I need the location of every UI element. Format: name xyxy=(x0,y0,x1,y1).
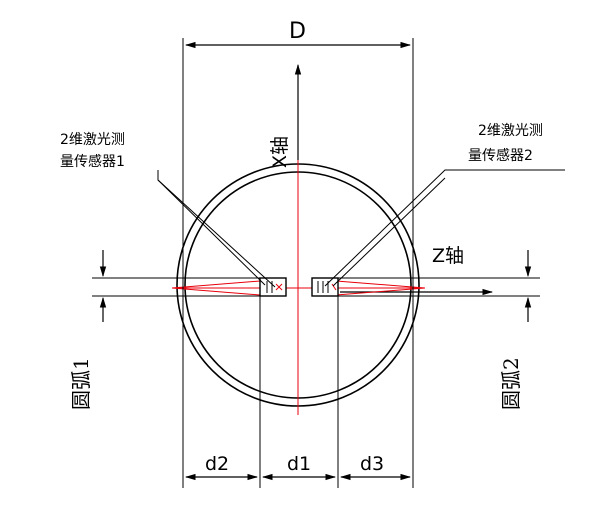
x-axis-label: X轴 xyxy=(269,136,291,168)
dim-d1-label: d1 xyxy=(287,453,311,475)
laser-beam-left-bottom xyxy=(171,287,261,296)
dim-d2-label: d2 xyxy=(205,453,229,475)
arc1-label: 圆弧1 xyxy=(69,357,93,410)
sensor-1-label-line1: 2维激光测 xyxy=(60,131,125,148)
z-axis-label: Z轴 xyxy=(432,245,464,267)
sensor-2-leader-2 xyxy=(332,177,446,287)
sensor-1 xyxy=(259,277,287,297)
sensor-2-label-line2: 量传感器2 xyxy=(468,147,533,164)
arc2-label: 圆弧2 xyxy=(499,357,523,410)
laser-beam-right-top xyxy=(335,280,426,289)
dim-d3-label: d3 xyxy=(360,453,384,475)
dim-D-label: D xyxy=(289,19,306,44)
sensor-1-leader xyxy=(157,170,276,288)
laser-beam-left-top xyxy=(171,280,261,289)
sensor-2 xyxy=(311,277,339,297)
laser-beam-right-bottom xyxy=(335,287,426,296)
sensor-1-label-line2: 量传感器1 xyxy=(60,153,125,170)
sensor-1-leader-2 xyxy=(157,179,266,286)
sensor-2-leader xyxy=(324,169,450,287)
sensor-2-label-line1: 2维激光测 xyxy=(478,122,543,139)
